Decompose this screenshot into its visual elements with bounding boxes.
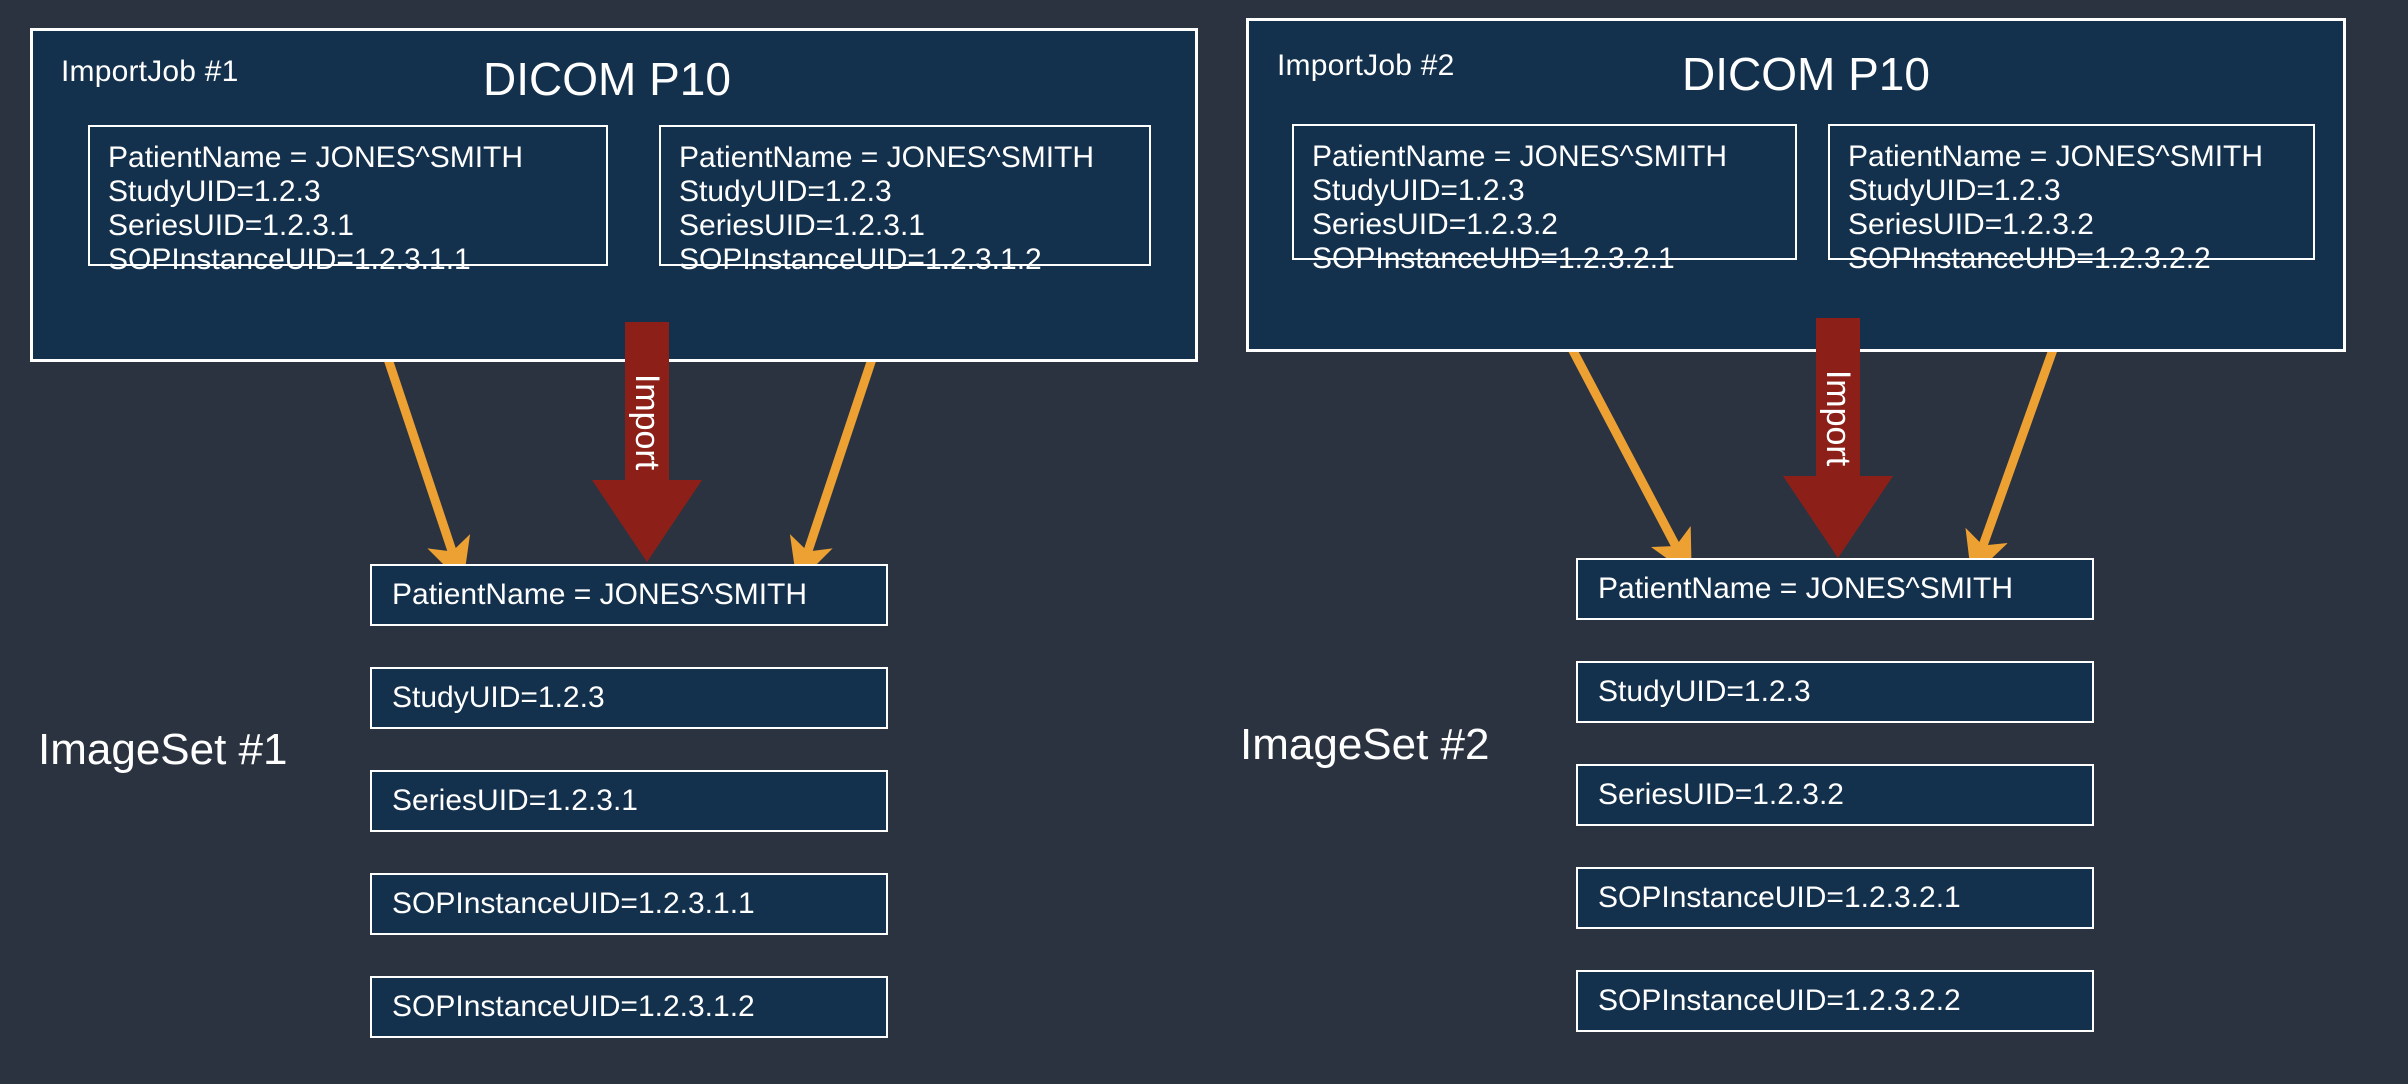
dicom-instance-box-2a: PatientName = JONES^SMITH StudyUID=1.2.3… (1292, 124, 1797, 275)
dicom-attr-line: StudyUID=1.2.3 (1848, 174, 2061, 207)
imageset1-row-sopinstanceuid-2: SOPInstanceUID=1.2.3.1.2 (370, 976, 888, 1038)
imageset2-row-seriesuid: SeriesUID=1.2.3.2 (1576, 764, 2094, 826)
dicom-instance-box-1a: PatientName = JONES^SMITH StudyUID=1.2.3… (88, 125, 608, 276)
imageset-row-text: SOPInstanceUID=1.2.3.2.2 (1598, 984, 1961, 1017)
import-job-panel-2: ImportJob #2 DICOM P10 PatientName = JON… (1246, 18, 2346, 352)
imageset-row-text: StudyUID=1.2.3 (392, 681, 605, 714)
imageset-row-text: StudyUID=1.2.3 (1598, 675, 1811, 708)
imageset-row-text: PatientName = JONES^SMITH (1598, 572, 2014, 605)
imageset1-row-sopinstanceuid-1: SOPInstanceUID=1.2.3.1.1 (370, 873, 888, 935)
dicom-attr-line: PatientName = JONES^SMITH (1848, 140, 2264, 173)
dicom-attr-line: SeriesUID=1.2.3.1 (108, 209, 354, 242)
dicom-attr-line: SeriesUID=1.2.3.2 (1312, 208, 1558, 241)
dicom-attr-line: SOPInstanceUID=1.2.3.1.1 (108, 243, 471, 276)
import-job-label-2: ImportJob #2 (1277, 49, 1455, 82)
imageset-row-text: SOPInstanceUID=1.2.3.2.1 (1598, 881, 1961, 914)
dicom-attr-line: SOPInstanceUID=1.2.3.2.2 (1848, 242, 2211, 275)
imageset2-row-studyuid: StudyUID=1.2.3 (1576, 661, 2094, 723)
dicom-attr-line: SOPInstanceUID=1.2.3.2.1 (1312, 242, 1675, 275)
imageset1-row-seriesuid: SeriesUID=1.2.3.1 (370, 770, 888, 832)
dicom-attr-line: SeriesUID=1.2.3.2 (1848, 208, 2094, 241)
imageset-label-1: ImageSet #1 (38, 725, 288, 774)
dicom-p10-title-1: DICOM P10 (483, 53, 731, 105)
dicom-instance-box-1b: PatientName = JONES^SMITH StudyUID=1.2.3… (659, 125, 1151, 276)
imageset2-row-sopinstanceuid-2: SOPInstanceUID=1.2.3.2.2 (1576, 970, 2094, 1032)
imageset2-row-patientname: PatientName = JONES^SMITH (1576, 558, 2094, 620)
import-job-label-1: ImportJob #1 (61, 55, 239, 88)
down-arrow-icon (592, 322, 702, 562)
dicom-attr-line: StudyUID=1.2.3 (679, 175, 892, 208)
dicom-attr-line: StudyUID=1.2.3 (1312, 174, 1525, 207)
imageset-row-text: SOPInstanceUID=1.2.3.1.2 (392, 990, 755, 1023)
down-arrow-icon (1783, 318, 1893, 558)
imageset-row-text: PatientName = JONES^SMITH (392, 578, 808, 611)
dicom-attr-line: PatientName = JONES^SMITH (108, 141, 524, 174)
dicom-attr-line: SeriesUID=1.2.3.1 (679, 209, 925, 242)
imageset-row-text: SOPInstanceUID=1.2.3.1.1 (392, 887, 755, 920)
imageset1-row-studyuid: StudyUID=1.2.3 (370, 667, 888, 729)
dicom-p10-title-2: DICOM P10 (1682, 48, 1930, 100)
import-arrow-1: Import (592, 322, 702, 562)
dicom-attr-line: PatientName = JONES^SMITH (679, 141, 1095, 174)
dicom-attr-line: PatientName = JONES^SMITH (1312, 140, 1728, 173)
import-job-panel-1: ImportJob #1 DICOM P10 PatientName = JON… (30, 28, 1198, 362)
imageset-row-text: SeriesUID=1.2.3.2 (1598, 778, 1844, 811)
imageset-label-2: ImageSet #2 (1240, 720, 1490, 769)
dicom-instance-box-2b: PatientName = JONES^SMITH StudyUID=1.2.3… (1828, 124, 2315, 275)
dicom-attr-line: SOPInstanceUID=1.2.3.1.2 (679, 243, 1042, 276)
dicom-attr-line: StudyUID=1.2.3 (108, 175, 321, 208)
imageset-row-text: SeriesUID=1.2.3.1 (392, 784, 638, 817)
imageset1-row-patientname: PatientName = JONES^SMITH (370, 564, 888, 626)
imageset2-row-sopinstanceuid-1: SOPInstanceUID=1.2.3.2.1 (1576, 867, 2094, 929)
import-arrow-2: Import (1783, 318, 1893, 558)
